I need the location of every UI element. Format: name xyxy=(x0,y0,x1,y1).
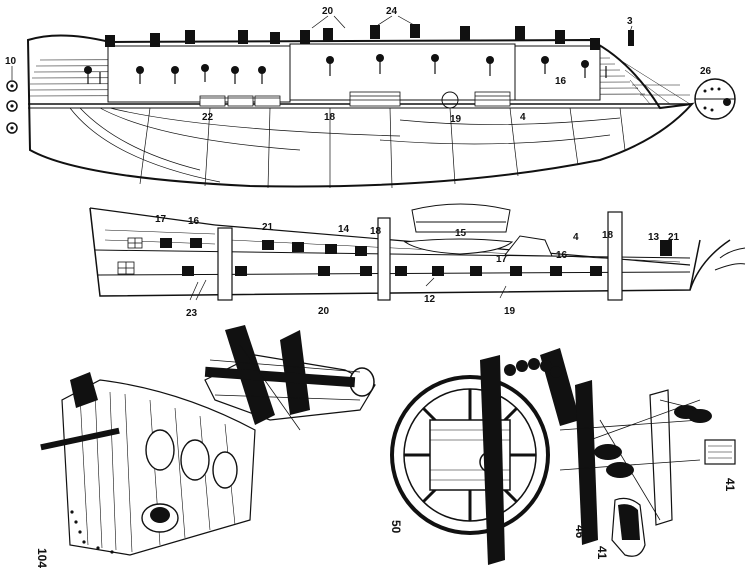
label-41-a: 41 xyxy=(723,478,737,492)
label-19-top: 19 xyxy=(450,114,462,125)
label-26: 26 xyxy=(700,66,712,77)
label-21-b: 21 xyxy=(668,232,680,243)
label-3: 3 xyxy=(627,16,633,27)
label-18-b: 18 xyxy=(370,226,382,237)
label-17-b: 17 xyxy=(496,254,508,265)
detail-50-wheel: 50 xyxy=(389,348,580,565)
hull-elevation: 10 20 24 3 26 16 22 18 19 4 xyxy=(5,6,736,189)
label-20-b: 20 xyxy=(318,306,330,317)
deck-section: 17 16 21 14 18 15 4 18 13 21 17 16 23 20… xyxy=(89,203,746,319)
label-18-c: 18 xyxy=(602,230,614,241)
label-15: 15 xyxy=(455,228,467,239)
label-20-top: 20 xyxy=(322,6,334,17)
label-50: 50 xyxy=(389,520,403,534)
label-4-top: 4 xyxy=(520,112,526,123)
label-23: 23 xyxy=(186,308,198,319)
label-14: 14 xyxy=(338,224,350,235)
label-22: 22 xyxy=(202,112,214,123)
label-18-top: 18 xyxy=(324,112,336,123)
detail-gun-carriage xyxy=(204,325,376,431)
label-104: 104 xyxy=(35,548,49,568)
detail-46-41: 46 41 41 xyxy=(559,380,737,560)
label-41-b: 41 xyxy=(595,546,609,560)
label-16-top: 16 xyxy=(555,76,567,87)
label-46: 46 xyxy=(573,525,587,539)
label-19-b: 19 xyxy=(504,306,516,317)
label-16-a: 16 xyxy=(188,216,200,227)
label-12: 12 xyxy=(424,294,436,305)
label-16-b: 16 xyxy=(556,250,568,261)
detail-104: 104 xyxy=(35,372,256,568)
label-10: 10 xyxy=(5,56,17,67)
label-17-a: 17 xyxy=(155,214,167,225)
label-13: 13 xyxy=(648,232,660,243)
label-4-b: 4 xyxy=(573,232,579,243)
label-24: 24 xyxy=(386,6,398,17)
label-21-a: 21 xyxy=(262,222,274,233)
